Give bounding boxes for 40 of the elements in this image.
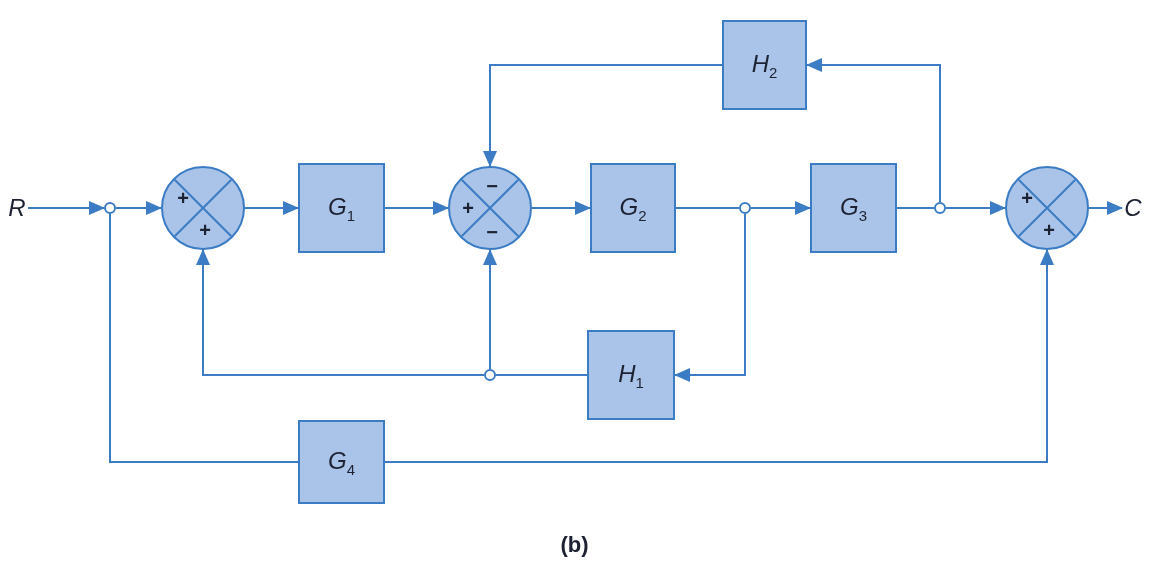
signal-arrow: [1088, 201, 1123, 215]
sign-label: +: [177, 188, 189, 208]
signal-arrow: [750, 201, 811, 215]
transfer-block: [298, 163, 385, 253]
signal-arrow: [674, 213, 746, 382]
transfer-block: [722, 20, 807, 110]
signal-arrow: [483, 249, 497, 370]
block-label: G$_{4}$: [328, 446, 355, 478]
signal-arrow: [244, 201, 299, 215]
block-label: G$_{3}$: [840, 192, 867, 224]
signal-arrow: [384, 201, 449, 215]
block-label: G$_{1}$: [328, 192, 355, 224]
signal-arrow: [483, 64, 723, 167]
branch-point: [484, 369, 496, 381]
signal-arrow: [945, 201, 1006, 215]
sign-label: +: [1021, 188, 1033, 208]
signal-arrow: [806, 58, 941, 203]
block-label: H$_{2}$: [751, 49, 778, 81]
signal-arrow: [531, 201, 591, 215]
sign-label: −: [486, 222, 498, 242]
transfer-block: [298, 420, 385, 504]
signal-arrow: [196, 249, 485, 376]
signal-arrow: [115, 201, 162, 215]
branch-point: [739, 202, 751, 214]
figure-caption: (b): [559, 532, 590, 558]
block-label: H$_{1}$: [618, 359, 644, 391]
sign-label: +: [462, 198, 474, 218]
signal-arrow: [27, 201, 105, 215]
sign-label: −: [486, 176, 498, 196]
transfer-block: [587, 330, 675, 420]
sign-label: +: [1043, 220, 1055, 240]
signal-label: R: [6, 192, 28, 224]
signal-arrow: [384, 249, 1054, 463]
sign-label: +: [199, 220, 211, 240]
branch-point: [104, 202, 116, 214]
branch-point: [934, 202, 946, 214]
block-label: G$_{2}$: [619, 192, 647, 224]
transfer-block: [590, 163, 676, 253]
signal-label: C: [1122, 192, 1144, 224]
transfer-block: [810, 163, 897, 253]
